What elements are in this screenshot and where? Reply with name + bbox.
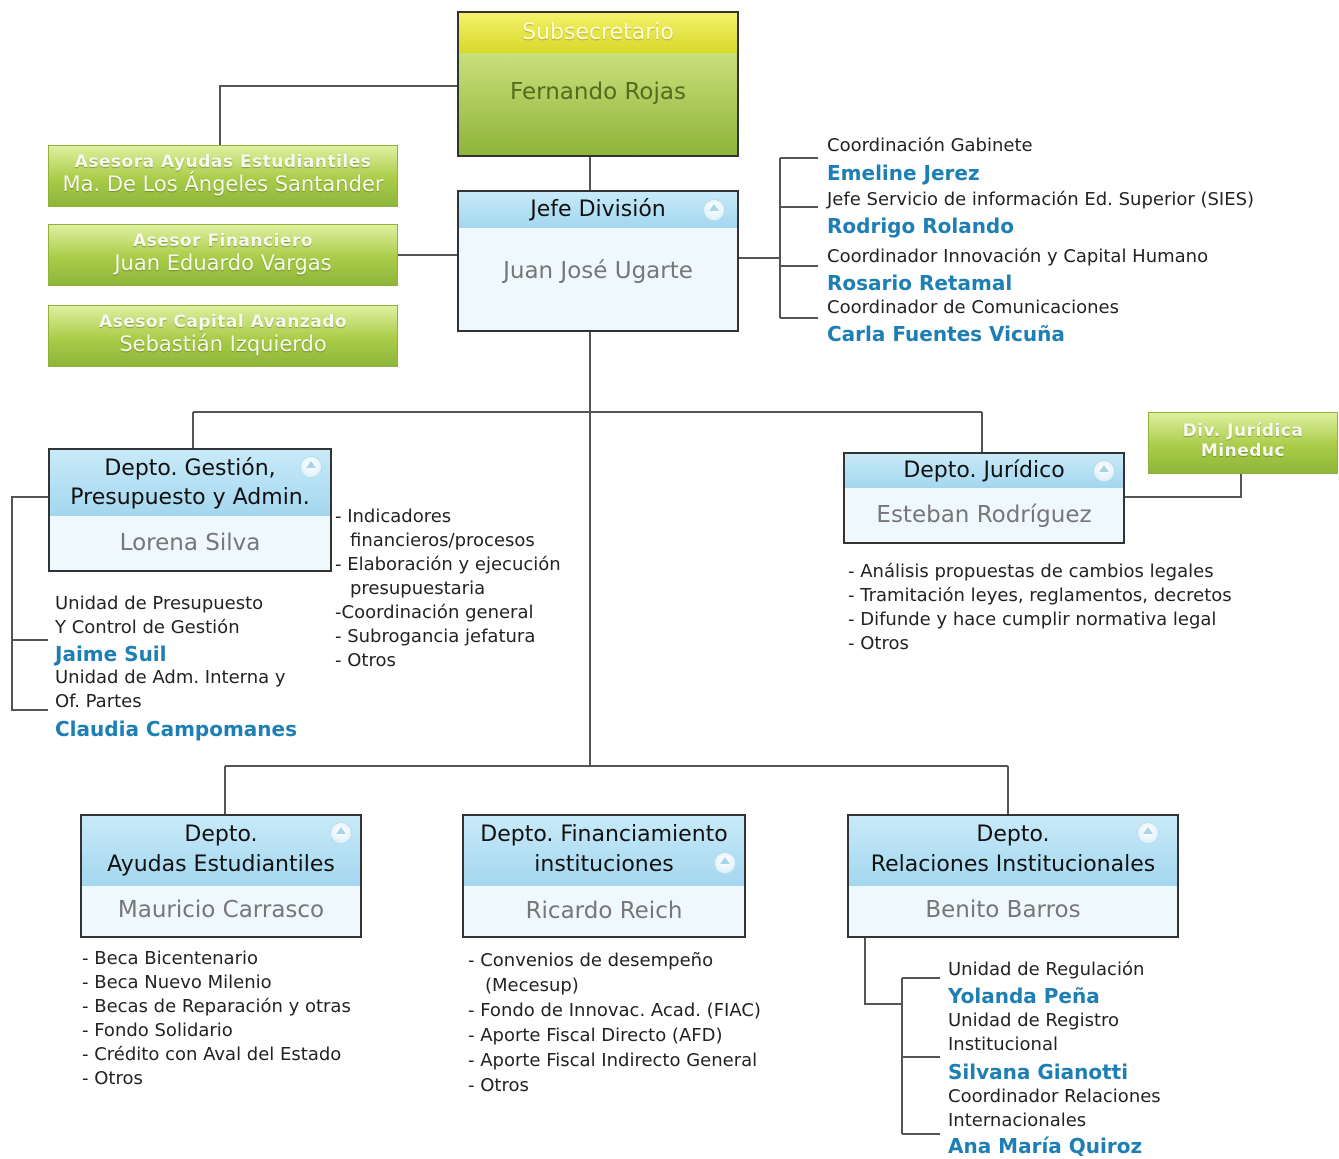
unit-role: Unidad de Regulación	[948, 959, 1145, 980]
div-juridica-line1: Div. Jurídica	[1182, 421, 1304, 441]
unit-role: Unidad de Adm. Interna y	[55, 667, 286, 688]
advisor-box-financiero: Asesor Financiero Juan Eduardo Vargas	[48, 224, 398, 286]
advisor-name: Sebastián Izquierdo	[119, 332, 327, 356]
collapse-up-icon[interactable]	[1093, 460, 1115, 482]
unit-role: Of. Partes	[55, 691, 142, 712]
function-item: - Fondo de Innovac. Acad. (FIAC)	[468, 1000, 761, 1021]
subsecretario-title: Subsecretario	[459, 13, 737, 53]
depto-gestion-title: Depto. Gestión, Presupuesto y Admin.	[50, 450, 330, 516]
collapse-up-icon[interactable]	[1137, 822, 1159, 844]
advisor-name: Ma. De Los Ángeles Santander	[62, 172, 384, 196]
unit-role: Internacionales	[948, 1110, 1087, 1131]
function-item: - Otros	[468, 1075, 529, 1096]
depto-relaciones-title: Depto. Relaciones Institucionales	[849, 816, 1177, 886]
unit-person: Jaime Suil	[55, 642, 167, 666]
function-item: - Difunde y hace cumplir normativa legal	[848, 609, 1217, 630]
depto-relaciones-title-line2: Relaciones Institucionales	[870, 852, 1156, 877]
depto-financiamiento-title: Depto. Financiamiento instituciones	[464, 816, 744, 886]
function-item: - Otros	[848, 633, 909, 654]
depto-gestion-title-line1: Depto. Gestión,	[104, 456, 276, 481]
staff-role: Coordinación Gabinete	[827, 135, 1033, 156]
function-item: - Beca Nuevo Milenio	[82, 972, 272, 993]
unit-person: Silvana Gianotti	[948, 1060, 1129, 1084]
unit-role: Coordinador Relaciones	[948, 1086, 1161, 1107]
depto-ayudas-title-line1: Depto.	[184, 822, 258, 847]
depto-relaciones-box: Depto. Relaciones Institucionales Benito…	[847, 814, 1179, 938]
staff-name: Carla Fuentes Vicuña	[827, 322, 1065, 346]
depto-juridico-functions: - Análisis propuestas de cambios legales…	[848, 560, 1232, 656]
depto-juridico-title: Depto. Jurídico	[845, 454, 1123, 488]
depto-financiamiento-title-line2: instituciones	[534, 852, 674, 877]
depto-juridico-title-text: Depto. Jurídico	[903, 458, 1065, 483]
depto-relaciones-title-line1: Depto.	[976, 822, 1050, 847]
staff-name: Emeline Jerez	[827, 161, 980, 185]
unit-role: Unidad de Presupuesto	[55, 593, 264, 614]
depto-ayudas-title: Depto. Ayudas Estudiantiles	[82, 816, 360, 886]
staff-name: Rosario Retamal	[827, 271, 1013, 295]
depto-financiamiento-name: Ricardo Reich	[525, 898, 683, 924]
function-item: - Análisis propuestas de cambios legales	[848, 561, 1214, 582]
function-item: - Crédito con Aval del Estado	[82, 1044, 342, 1065]
depto-relaciones-name: Benito Barros	[925, 897, 1081, 923]
depto-financiamiento-functions: - Convenios de desempeño (Mecesup) - Fon…	[468, 948, 761, 1098]
jefe-division-title-text: Jefe División	[530, 197, 666, 222]
function-item: - Otros	[335, 650, 396, 671]
function-item: - Aporte Fiscal Indirecto General	[468, 1050, 758, 1071]
depto-gestion-name: Lorena Silva	[119, 530, 261, 556]
staff-role: Coordinador Innovación y Capital Humano	[827, 246, 1209, 267]
depto-gestion-title-line2: Presupuesto y Admin.	[70, 485, 310, 510]
unit-person: Ana María Quiroz	[948, 1134, 1143, 1158]
depto-juridico-name: Esteban Rodríguez	[876, 502, 1092, 528]
unit-person: Claudia Campomanes	[55, 717, 298, 741]
staff-name: Rodrigo Rolando	[827, 214, 1014, 238]
function-item: (Mecesup)	[485, 975, 579, 996]
function-item: presupuestaria	[350, 578, 486, 599]
depto-gestion-functions: - Indicadores financieros/procesos - Ela…	[335, 505, 561, 673]
collapse-up-icon[interactable]	[300, 456, 322, 478]
unit-role: Y Control de Gestión	[55, 617, 240, 638]
depto-gestion-box: Depto. Gestión, Presupuesto y Admin. Lor…	[48, 448, 332, 572]
depto-ayudas-title-line2: Ayudas Estudiantiles	[107, 852, 335, 877]
function-item: - Indicadores	[335, 506, 452, 527]
jefe-division-box: Jefe División Juan José Ugarte	[457, 190, 739, 332]
depto-financiamiento-box: Depto. Financiamiento instituciones Rica…	[462, 814, 746, 938]
function-item: - Aporte Fiscal Directo (AFD)	[468, 1025, 723, 1046]
depto-ayudas-box: Depto. Ayudas Estudiantiles Mauricio Car…	[80, 814, 362, 938]
function-item: -Coordinación general	[335, 602, 534, 623]
function-item: - Tramitación leyes, reglamentos, decret…	[848, 585, 1232, 606]
unit-person: Yolanda Peña	[948, 984, 1100, 1008]
depto-ayudas-name: Mauricio Carrasco	[117, 897, 325, 923]
advisor-box-capital: Asesor Capital Avanzado Sebastián Izquie…	[48, 305, 398, 367]
unit-role: Unidad de Registro	[948, 1010, 1120, 1031]
collapse-up-icon[interactable]	[703, 199, 725, 221]
function-item: - Fondo Solidario	[82, 1020, 233, 1041]
advisor-title: Asesora Ayudas Estudiantiles	[74, 152, 372, 172]
staff-role: Jefe Servicio de información Ed. Superio…	[827, 189, 1255, 210]
advisor-name: Juan Eduardo Vargas	[114, 251, 332, 275]
staff-role: Coordinador de Comunicaciones	[827, 297, 1119, 318]
depto-ayudas-functions: - Beca Bicentenario - Beca Nuevo Milenio…	[82, 947, 351, 1091]
div-juridica-box: Div. Jurídica Mineduc	[1148, 412, 1338, 474]
subsecretario-name: Fernando Rojas	[459, 53, 737, 155]
function-item: - Convenios de desempeño	[468, 950, 714, 971]
function-item: - Elaboración y ejecución	[335, 554, 561, 575]
depto-juridico-box: Depto. Jurídico Esteban Rodríguez	[843, 452, 1125, 544]
subsecretario-box: Subsecretario Fernando Rojas	[457, 11, 739, 157]
div-juridica-line2: Mineduc	[1200, 441, 1286, 461]
function-item: financieros/procesos	[350, 530, 535, 551]
collapse-up-icon[interactable]	[330, 822, 352, 844]
function-item: - Beca Bicentenario	[82, 948, 259, 969]
advisor-title: Asesor Capital Avanzado	[98, 312, 348, 332]
depto-financiamiento-title-line1: Depto. Financiamiento	[480, 822, 728, 847]
jefe-division-title: Jefe División	[459, 192, 737, 228]
advisor-title: Asesor Financiero	[132, 231, 314, 251]
function-item: - Otros	[82, 1068, 143, 1089]
advisor-box-ayudas: Asesora Ayudas Estudiantiles Ma. De Los …	[48, 145, 398, 207]
collapse-up-icon[interactable]	[714, 852, 736, 874]
unit-role: Institucional	[948, 1034, 1058, 1055]
function-item: - Becas de Reparación y otras	[82, 996, 351, 1017]
function-item: - Subrogancia jefatura	[335, 626, 536, 647]
jefe-division-name: Juan José Ugarte	[503, 258, 693, 284]
